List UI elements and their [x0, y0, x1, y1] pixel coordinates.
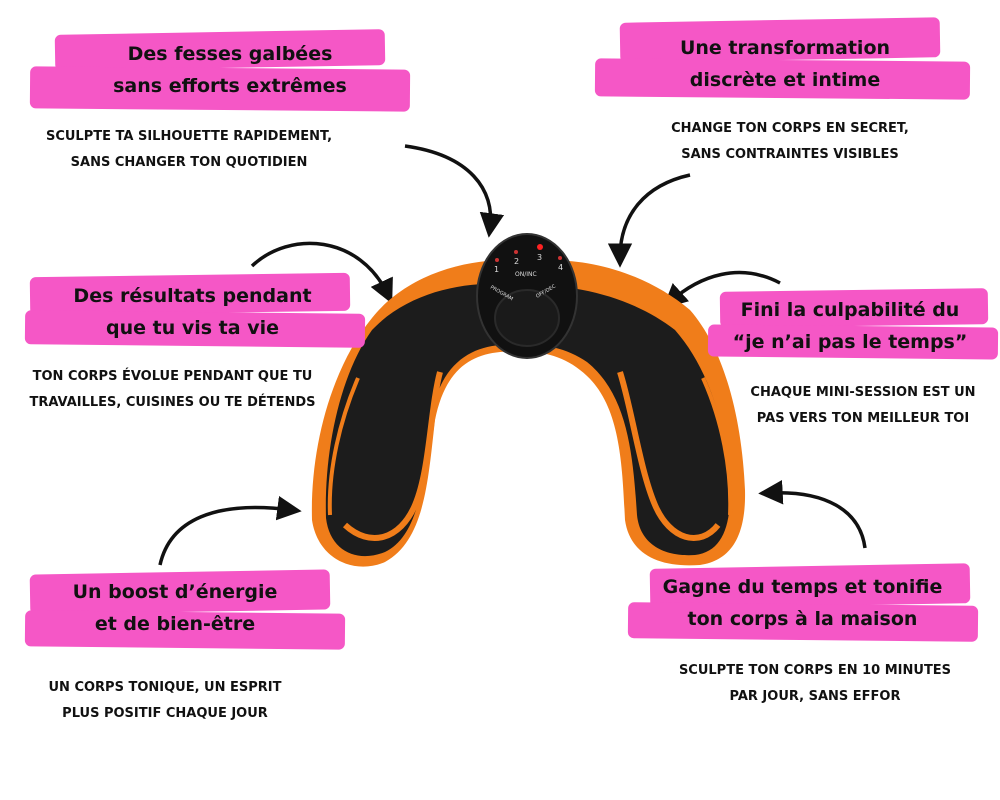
callout-subtitle: CHANGE TON CORPS EN SECRET, SANS CONTRAI…	[671, 121, 909, 162]
callout-title: Un boost d’énergie et de bien-être	[72, 581, 278, 635]
arrow-bottom-left	[158, 495, 302, 566]
callout-subtitle: TON CORPS ÉVOLUE PENDANT QUE TU TRAVAILL…	[29, 369, 316, 410]
callout-subtitle: SCULPTE TA SILHOUETTE RAPIDEMENT, SANS C…	[45, 129, 333, 170]
callout-title: Des résultats pendant que tu vis ta vie	[73, 285, 312, 339]
device-left-strip	[342, 371, 443, 541]
device-controller-highlight	[494, 289, 560, 347]
device-black-pad	[325, 283, 730, 557]
arrow-mid-right	[662, 270, 781, 309]
device-right-strip	[617, 371, 721, 541]
device-level-4: 4	[558, 263, 563, 272]
device-level-3: 3	[537, 253, 542, 262]
callout-subtitle: SCULPTE TON CORPS EN 10 MINUTES PAR JOUR…	[678, 663, 952, 704]
device-level-2: 2	[514, 257, 519, 266]
device-right-edge-strip	[701, 377, 733, 516]
callout-title: Des fesses galbées sans efforts extrêmes	[113, 43, 347, 97]
callout-subtitle: UN CORPS TONIQUE, UN ESPRIT PLUS POSITIF…	[48, 680, 282, 721]
arrow-top-left	[404, 144, 505, 238]
callout-subtitle: CHAQUE MINI-SESSION EST UN PAS VERS TON …	[750, 385, 976, 426]
callout-title: Une transformation discrète et intime	[679, 37, 891, 91]
arrow-mid-left	[250, 241, 393, 304]
device-on-label: ON/INC	[515, 271, 537, 278]
callout-title: Fini la culpabilité du “je n’ai pas le t…	[732, 299, 968, 353]
arrow-top-right	[607, 173, 691, 268]
device-left-edge-strip	[327, 377, 360, 516]
device-level-1: 1	[494, 265, 499, 274]
callout-title: Gagne du temps et tonifie ton corps à la…	[662, 576, 943, 630]
arrow-bottom-right	[758, 479, 867, 549]
